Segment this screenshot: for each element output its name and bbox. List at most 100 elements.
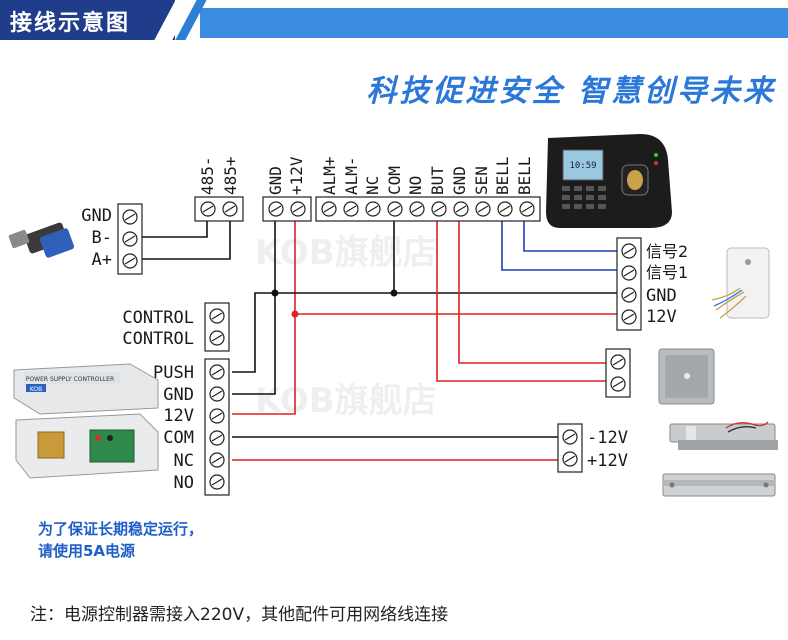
terminal-label: 485+ [221,156,240,195]
wire-bell-2 [523,221,617,252]
terminal-screw-icon [209,430,225,446]
terminal-label: -12V [587,428,628,448]
controller-top-labels: 485- 485+ GND +12V ALM+ ALM- NC COM NO B… [198,156,534,195]
wire-485-minus [141,221,208,238]
circuit-board-icon [89,429,135,463]
header-bar: 接线示意图 [0,0,788,44]
header-dark-block [0,0,175,40]
bolt-lock-image [669,421,778,450]
page-title: 接线示意图 [10,11,131,36]
screen-time: 10:59 [569,161,596,171]
exit-button-terminal-block [605,348,631,398]
lock-terminal-block [557,423,583,473]
terminal-label: BUT [428,166,447,195]
junction-dot [271,289,279,297]
control-terminal-block [204,302,230,352]
wire-junctions [271,289,398,318]
doorbell-labels: 信号2 信号1 GND 12V [646,242,688,327]
terminal-label: PUSH [153,363,194,383]
terminal-screw-icon [122,253,138,269]
terminal-screw-icon [562,429,578,445]
terminal-screw-icon [200,201,216,217]
terminal-screw-icon [621,287,637,303]
terminal-label: NC [174,451,194,471]
terminal-label: GND [163,385,194,405]
terminal-label: COM [385,166,404,195]
watermark: KOB旗舰店 [255,381,437,421]
terminal-label: NO [406,176,425,195]
power-supply-labels: PUSH GND 12V COM NC NO [153,363,194,493]
wire-gnd-button [458,221,606,364]
note-bottom: 注：电源控制器需接入220V，其他配件可用网络线连接 [30,605,449,625]
terminal-label: +12V [287,156,306,195]
terminal-screw-icon [321,201,337,217]
power-supply-brand: KOB [30,386,42,393]
device-screen [562,149,604,181]
exit-button-image [658,348,715,405]
terminal-screw-icon [122,209,138,225]
terminal-label: BELL [515,156,534,195]
terminal-screw-icon [475,201,491,217]
io-terminal-block [315,196,541,222]
wire-bell-1 [501,221,617,271]
terminal-screw-icon [209,308,225,324]
keypad-icon [562,186,606,209]
lock-labels: -12V +12V [587,428,628,471]
slogan-text: 科技促进安全 智慧创导未来 [366,74,776,109]
terminal-screw-icon [621,309,637,325]
power-supply-panel-text: POWER SUPPLY CONTROLLER [26,376,114,383]
terminal-label: COM [163,428,194,448]
terminal-screw-icon [453,201,469,217]
magnetic-lock-image [662,473,776,497]
terminal-screw-icon [610,376,626,392]
power-terminal-block [262,196,312,222]
terminal-label: 信号1 [646,263,688,282]
terminal-label: BELL [493,156,512,195]
terminal-label: GND [81,206,112,226]
terminal-screw-icon [209,364,225,380]
terminal-screw-icon [562,451,578,467]
terminal-screw-icon [497,201,513,217]
terminal-screw-icon [343,201,359,217]
terminal-screw-icon [387,201,403,217]
terminal-label: 12V [163,406,194,426]
header-light-band [200,8,788,38]
terminal-label: NC [363,176,382,195]
wire-gnd-trunk [232,221,276,395]
terminal-screw-icon [209,386,225,402]
terminal-label: ALM+ [320,156,339,195]
terminal-label: GND [646,286,677,306]
terminal-label: B- [92,228,112,248]
terminal-screw-icon [209,330,225,346]
terminal-label: CONTROL [122,329,194,349]
terminal-screw-icon [365,201,381,217]
terminal-screw-icon [621,243,637,259]
terminal-label: A+ [92,250,112,270]
fingerprint-device-image: 10:59 [546,134,672,228]
terminal-screw-icon [290,201,306,217]
terminal-screw-icon [209,474,225,490]
rs485-converter-image [8,222,75,258]
power-supply-image: POWER SUPPLY CONTROLLER KOB [13,363,159,479]
transformer-icon [37,431,65,459]
terminal-label: 485- [198,156,217,195]
converter-labels: GND B- A+ [81,206,112,270]
watermark: KOB旗舰店 [255,233,437,273]
terminal-label: CONTROL [122,308,194,328]
control-labels: CONTROL CONTROL [122,308,194,349]
terminal-label: 信号2 [646,242,688,261]
terminal-label: SEN [472,166,491,195]
terminal-screw-icon [610,354,626,370]
terminal-screw-icon [519,201,535,217]
terminal-screw-icon [431,201,447,217]
doorbell-terminal-block [616,237,642,331]
junction-dot [390,289,398,297]
rs485-terminal-block [194,196,244,222]
wire-push [232,292,275,373]
converter-terminal-block [117,203,143,275]
power-supply-terminal-block [204,358,230,496]
terminal-label: 12V [646,307,677,327]
doorbell-image [711,247,770,319]
wire-485-plus [141,221,231,260]
